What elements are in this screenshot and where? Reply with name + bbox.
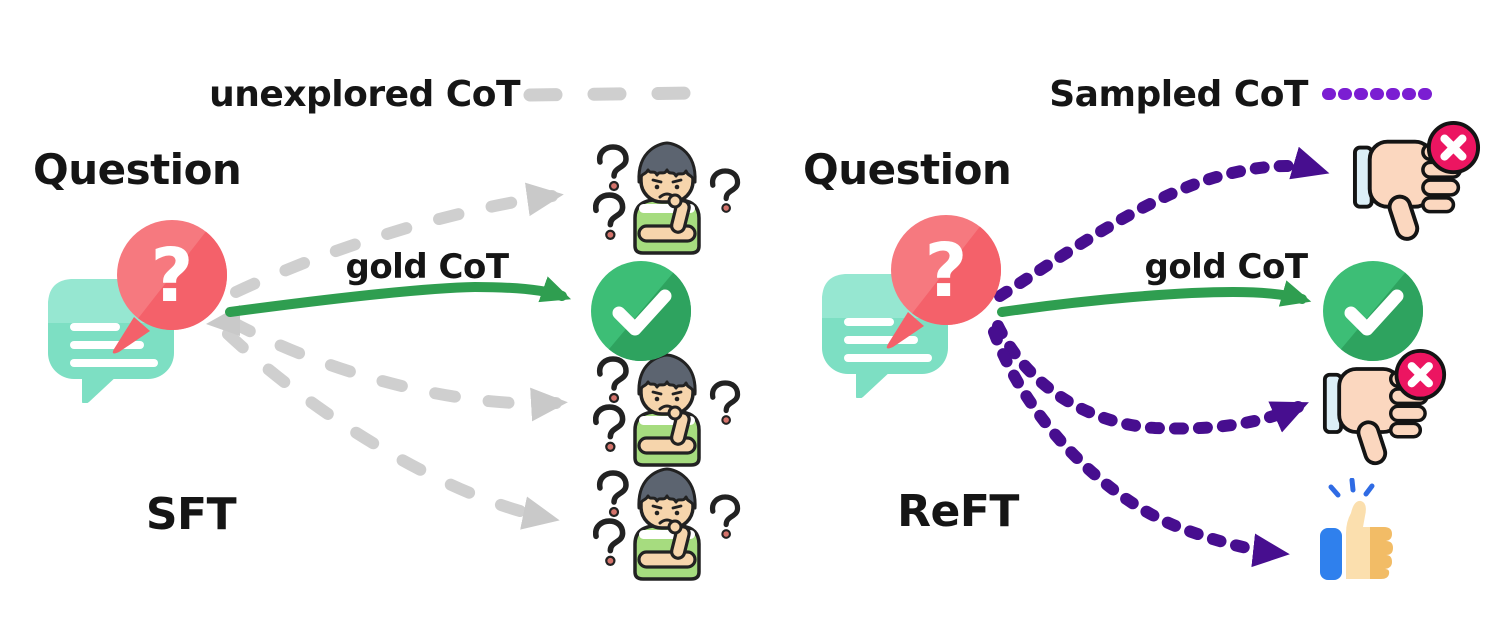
sampled-cot-arrow-bottom — [988, 326, 1290, 568]
method-label-reft: ReFT — [897, 486, 1019, 537]
unexplored-cot-arrow-bottom — [222, 328, 560, 530]
sampled-cot-arrow-middle — [992, 320, 1309, 435]
question-bubble-icon-right — [822, 215, 1004, 398]
sampled-cot-arrow-top — [994, 146, 1330, 302]
unexplored-cot-arrow-top — [230, 182, 564, 298]
gold-cot-label-left: gold CoT — [345, 247, 509, 287]
unexplored-cot-legend-label: unexplored CoT — [209, 74, 520, 115]
method-label-sft: SFT — [145, 489, 237, 540]
thumbs-down-icon-1 — [1352, 118, 1482, 252]
sampled-cot-legend-label: Sampled CoT — [1049, 74, 1308, 115]
confused-person-icon-3 — [593, 466, 743, 584]
thumbs-up-icon — [1318, 478, 1418, 583]
gold-cot-label-right: gold CoT — [1144, 247, 1308, 287]
gold-cot-arrow-left — [225, 276, 572, 317]
gold-cot-arrow-right — [997, 280, 1312, 317]
unexplored-cot-legend-line — [523, 86, 702, 102]
question-label-right: Question — [803, 145, 1012, 194]
confused-person-icon-1 — [593, 140, 743, 258]
question-bubble-icon-left — [48, 220, 230, 403]
thumbs-down-icon-2 — [1322, 346, 1448, 476]
question-label-left: Question — [33, 145, 242, 194]
unexplored-cot-arrow-middle — [226, 316, 568, 422]
confused-person-icon-2 — [593, 352, 743, 470]
check-icon-left — [588, 258, 694, 364]
